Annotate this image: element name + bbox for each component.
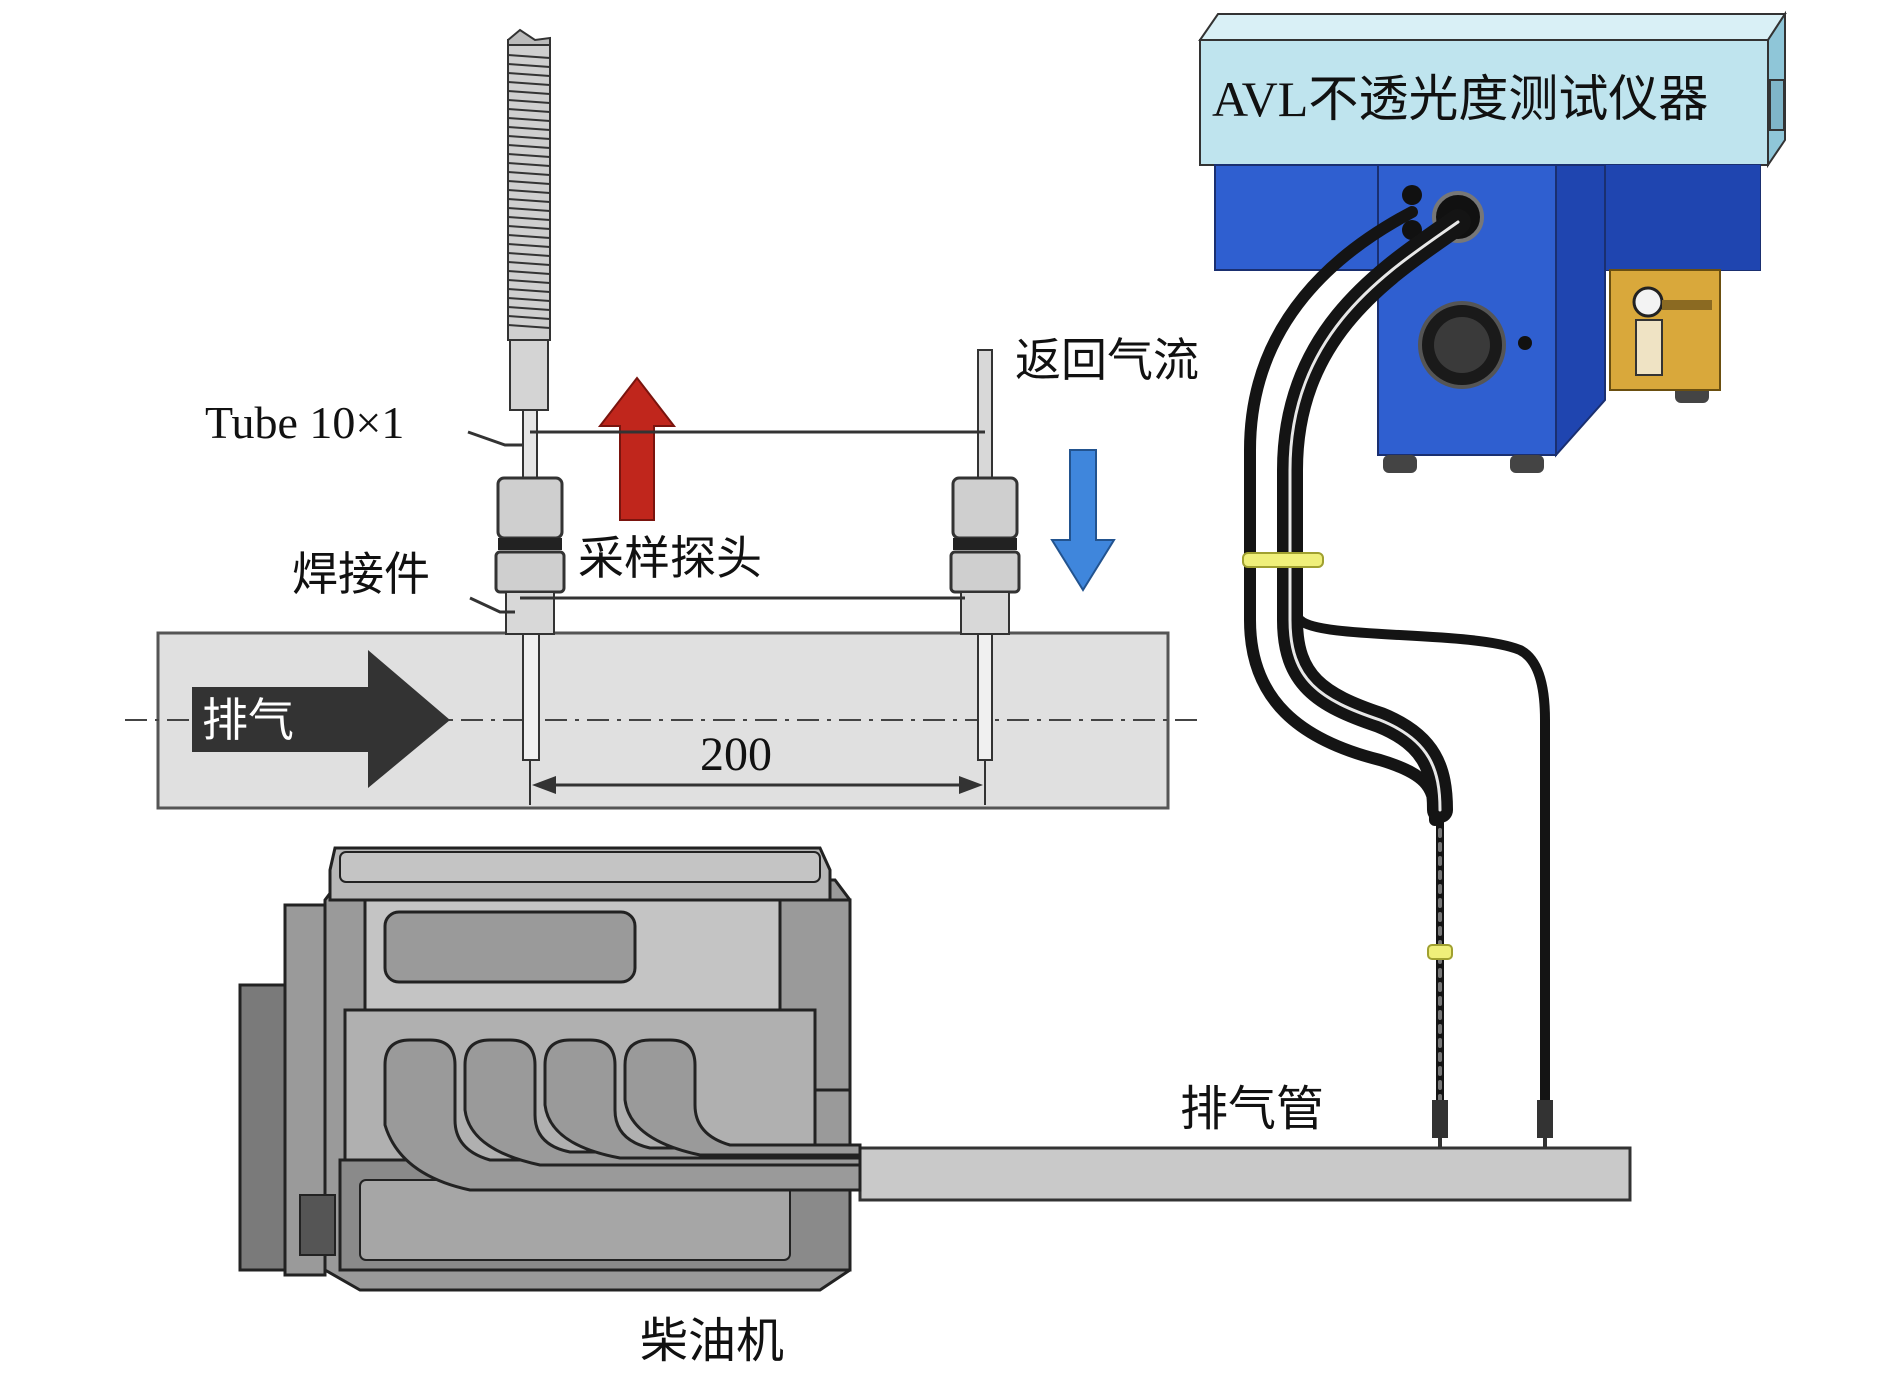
hose-clip-2 [1427, 944, 1453, 960]
probe-thread-line [507, 162, 551, 167]
dimension-arrowhead-left [532, 776, 556, 794]
sampling-probe-assembly [494, 28, 566, 761]
probe-thread-line [507, 306, 551, 311]
exhaust-manifold [383, 1038, 862, 1192]
probe-thread-line [507, 297, 551, 302]
return-probe-assembly [949, 349, 1021, 761]
engine-mount-left [299, 1194, 336, 1256]
probe-thread-line [507, 180, 551, 185]
probe-thread-line [507, 81, 551, 86]
regulator-body [1635, 319, 1663, 376]
probe-thread-line [507, 252, 551, 257]
manifold-runner-4 [623, 1038, 862, 1157]
main-exhaust-pipe [858, 1146, 1632, 1202]
instrument-port-small-1 [1402, 185, 1422, 205]
probe-thread-line [507, 153, 551, 158]
hose-clip-1 [1242, 552, 1324, 568]
instrument-handle [1769, 79, 1785, 131]
probe-thread-line [507, 216, 551, 221]
probe-thread-line [507, 171, 551, 176]
probe-rod-tip [507, 28, 551, 46]
regulator-gauge [1632, 286, 1664, 318]
regulator-frame [1609, 269, 1721, 391]
pressure-regulator [1609, 269, 1721, 391]
tube-leader-pointer [467, 430, 523, 447]
probe-thread-line [507, 54, 551, 59]
instrument-cube-side [1555, 164, 1606, 458]
dimension-arrowhead-right [959, 776, 983, 794]
regulator-bar [1662, 300, 1712, 310]
arrow-right-icon [192, 650, 450, 788]
probe-thread-line [507, 72, 551, 77]
engine-oil-pan [359, 1179, 791, 1261]
tube-label: Tube 10×1 [205, 397, 404, 448]
probe-thread-line [507, 108, 551, 113]
instrument-label: AVL不透光度测试仪器 [1212, 71, 1708, 127]
probe-connector-sample [1432, 1100, 1448, 1138]
distance-label: 200 [700, 728, 772, 781]
return-insert [977, 633, 993, 761]
instrument-port-large-inner [1434, 317, 1490, 373]
hose-return [1295, 615, 1550, 1105]
instrument-label-panel [1199, 39, 1769, 166]
sample-hoses [1242, 206, 1553, 1177]
probe-thread-line [507, 270, 551, 275]
probe-thread-line [507, 225, 551, 230]
probe-thread-line [507, 288, 551, 293]
return-tube [977, 349, 993, 479]
probe-thread-line [507, 63, 551, 68]
instrument-top-face [1198, 13, 1787, 41]
engine-top-cap [339, 851, 821, 883]
weld-fitting-label: 焊接件 [292, 547, 430, 601]
probe-threads [507, 54, 551, 329]
probe-insert [522, 633, 540, 761]
arrow-up-icon [597, 376, 677, 521]
probe-washer [498, 538, 562, 550]
probe-tube [522, 409, 538, 479]
exhaust-pipe-label: 排气管 [1180, 1081, 1324, 1137]
probe-nut-lower [494, 550, 566, 594]
manifold-runner-3 [543, 1038, 862, 1160]
return-nut-lower [949, 550, 1021, 594]
diesel-engine-assembly: 排气管 柴油机 [238, 846, 1632, 1369]
probe-thread-line [507, 279, 551, 284]
probe-thread-line [507, 198, 551, 203]
probe-thread-line [507, 126, 551, 131]
instrument-port-dot [1518, 336, 1532, 350]
probe-thread-line [507, 117, 551, 122]
weld-leader-pointer [469, 596, 515, 614]
return-weld-base [960, 591, 1010, 635]
probe-thread-line [507, 261, 551, 266]
instrument-foot-right [1510, 455, 1544, 473]
sampling-probe-label: 采样探头 [578, 531, 762, 585]
hose-outer [1244, 206, 1441, 826]
engine-head-panel [383, 910, 637, 984]
probe-thread-line [507, 324, 551, 329]
instrument-foot-left [1383, 455, 1417, 473]
probe-nut-upper [496, 476, 564, 540]
arrow-down-icon [1050, 449, 1116, 592]
probe-thread-line [507, 90, 551, 95]
probe-detail: 排气 [125, 28, 1205, 810]
probe-thread-line [507, 135, 551, 140]
probe-thread-line [507, 189, 551, 194]
return-nut-upper [951, 476, 1019, 540]
probe-thread-line [507, 234, 551, 239]
probe-sleeve [509, 339, 549, 411]
probe-thread-line [507, 144, 551, 149]
diesel-engine-label: 柴油机 [640, 1313, 784, 1369]
return-flow-label: 返回气流 [1015, 333, 1199, 387]
probe-connector-return [1537, 1100, 1553, 1138]
hose-main-highlight [1288, 220, 1460, 812]
exhaust-label: 排气 [202, 693, 294, 747]
avl-opacity-instrument: AVL不透光度测试仪器 [1198, 10, 1787, 473]
probe-thread-line [507, 315, 551, 320]
probe-thread-line [507, 99, 551, 104]
return-washer [953, 538, 1017, 550]
probe-thread-line [507, 243, 551, 248]
probe-thread-line [507, 207, 551, 212]
